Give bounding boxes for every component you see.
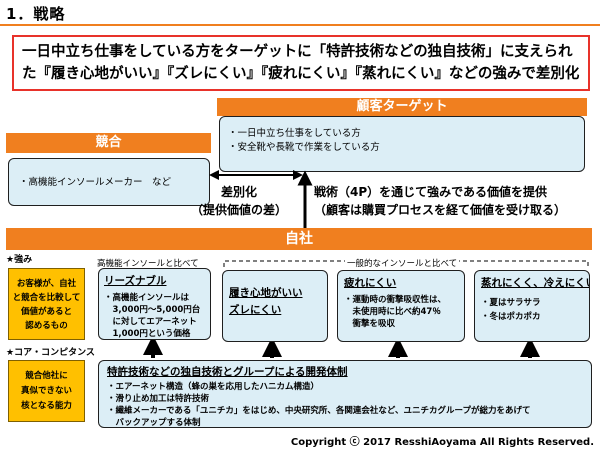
strength-card-title: 蒸れにくく、冷えにくい: [481, 277, 590, 289]
differentiation-title: 差別化: [220, 185, 257, 199]
strength-card-title: 履き心地がいい ズレにくい: [229, 287, 303, 316]
strength-definition-box: お客様が、自社 と競合を比較して 価値があると 認めるもの: [8, 268, 85, 340]
strength-card-body: ・運動時の衝撃吸収性は、 未使用時に比べ約47％ 衝撃を吸収: [344, 295, 447, 329]
page-title: 1．戦略: [6, 5, 66, 23]
value-delivery-subtitle: （顧客は購買プロセスを経て価値を受け取る）: [314, 203, 567, 217]
core-competence-item: ・滑り止め加工は特許技術: [107, 394, 210, 404]
strength-card-title: リーズナブル: [104, 275, 167, 287]
strength-card-fatigue: 疲れにくい ・運動時の衝撃吸収性は、 未使用時に比べ約47％ 衝撃を吸収: [337, 270, 465, 342]
customer-item: ・一日中立ち仕事をしている方: [228, 128, 361, 139]
general-compare-bracket: [223, 260, 589, 267]
differentiation-subtitle: （提供価値の差）: [190, 203, 287, 217]
customer-target-box: ・一日中立ち仕事をしている方 ・安全靴や長靴で作業をしている方: [219, 116, 585, 172]
own-company-header: 自社: [6, 228, 592, 250]
strength-card-title: 疲れにくい: [344, 277, 397, 289]
strength-definition-text: お客様が、自社 と競合を比較して 価値があると 認めるもの: [12, 279, 81, 331]
core-competence-definition-box: 競合他社に 真似できない 核となる能力: [8, 360, 85, 422]
competitor-box: ・高機能インソールメーカー など: [8, 158, 210, 206]
value-delivery-label: 戦術（4P）を通じて強みである価値を提供 （顧客は購買プロセスを経て価値を受け取…: [314, 183, 600, 219]
value-delivery-title: 戦術（4P）を通じて強みである価値を提供: [314, 185, 548, 199]
core-competence-item: ・繊維メーカーである「ユニチカ」をはじめ、中央研究所、各関連会社など、ユニチカグ…: [107, 406, 531, 416]
competitor-item: ・高機能インソールメーカー など: [19, 177, 172, 188]
competitor-header: 競合: [6, 133, 211, 153]
strength-card-comfort: 履き心地がいい ズレにくい: [222, 270, 328, 342]
strength-card-reasonable: リーズナブル ・高機能インソールは 3,000円～5,000円台 に対してエアー…: [98, 268, 211, 340]
strategy-statement: 一日中立ち仕事をしている方をターゲットに「特許技術などの独自技術」に支えられ た…: [12, 35, 590, 91]
differentiation-label: 差別化 （提供価値の差）: [180, 183, 298, 219]
customer-item: ・安全靴や長靴で作業をしている方: [228, 142, 380, 153]
core-competence-label: ★コア・コンピタンス: [6, 348, 95, 358]
header-divider: [0, 24, 600, 26]
core-competence-list: ・エアーネット構造（蜂の巣を応用したハニカム構造） ・滑り止め加工は特許技術 ・…: [107, 381, 583, 429]
core-competence-box: 特許技術などの独自技術とグループによる開発体制 ・エアーネット構造（蜂の巣を応用…: [98, 360, 592, 428]
strength-card-body: ・夏はサラサラ ・冬はポカポカ: [481, 298, 541, 322]
core-competence-item: ・エアーネット構造（蜂の巣を応用したハニカム構造）: [107, 382, 319, 392]
core-competence-definition-text: 競合他社に 真似できない 核となる能力: [20, 371, 72, 411]
customer-target-header: 顧客ターゲット: [217, 98, 587, 116]
strength-label: ★強み: [6, 255, 33, 265]
core-competence-title: 特許技術などの独自技術とグループによる開発体制: [107, 366, 348, 378]
strength-card-body: ・高機能インソールは 3,000円～5,000円台 に対してエアーネット 1,0…: [104, 293, 201, 339]
strength-card-breathable: 蒸れにくく、冷えにくい ・夏はサラサラ ・冬はポカポカ: [474, 270, 590, 342]
copyright-notice: Copyright ⓒ 2017 ResshiAoyama All Rights…: [290, 437, 594, 448]
core-competence-item: バックアップする体制: [107, 418, 201, 428]
compare-high-function-label: 高機能インソールと比べて: [97, 259, 199, 269]
compare-general-label: 一般的なインソールと比べて: [345, 257, 460, 269]
